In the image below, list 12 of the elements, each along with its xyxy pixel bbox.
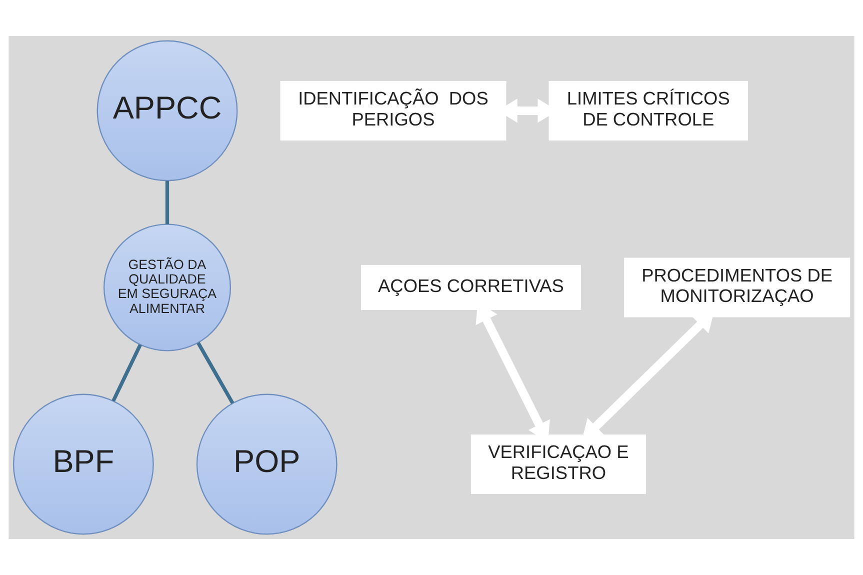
node-box: IDENTIFICAÇÃO DOS PERIGOS bbox=[280, 80, 506, 140]
connector bbox=[112, 344, 142, 402]
node-box: LIMITES CRÍTICOS DE CONTROLE bbox=[548, 80, 748, 140]
node-circle: GESTÃO DA QUALIDADE EM SEGURAÇA ALIMENTAR bbox=[103, 224, 232, 352]
node-box: AÇOES CORRETIVAS bbox=[361, 265, 581, 310]
node-box: PROCEDIMENTOS DE MONITORIZAÇAO bbox=[624, 258, 850, 318]
node-box: VERIFICAÇAO E REGISTRO bbox=[470, 434, 646, 494]
node-circle: APPCC bbox=[96, 40, 238, 182]
node-circle: POP bbox=[196, 394, 338, 535]
connector bbox=[165, 180, 170, 224]
node-circle: BPF bbox=[12, 394, 154, 535]
connector bbox=[196, 342, 234, 404]
